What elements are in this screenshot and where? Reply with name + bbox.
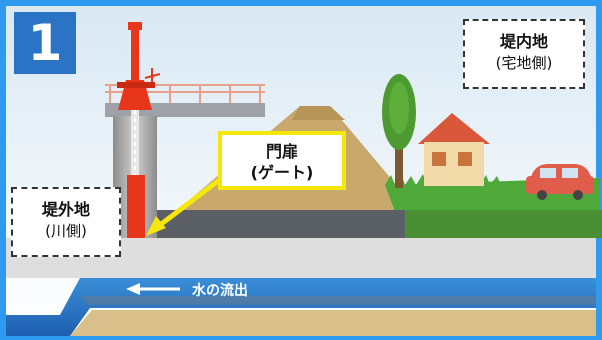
gate-callout: 門扉 (ゲート) [218, 131, 346, 190]
ground-grass-band [405, 210, 602, 238]
car-wheel-right [573, 190, 583, 200]
hoist-cap [128, 22, 142, 30]
water-flow-label: 水の流出 [192, 283, 248, 299]
house-window-right [458, 152, 472, 166]
hoist-shaft [131, 28, 139, 90]
house-roof [418, 113, 490, 144]
car-body [526, 176, 594, 194]
soil-bottom [70, 310, 596, 336]
gate-callout-line1: 門扉 [265, 142, 298, 161]
hoist-wheel [144, 68, 161, 82]
car-wheel-left [537, 190, 547, 200]
outer-land-subtitle: (川側) [45, 222, 87, 240]
car-window-right [562, 168, 578, 178]
gate-pointer-head [146, 216, 166, 236]
flow-arrow-head [126, 283, 140, 295]
gate-spindle [131, 108, 139, 238]
step-number-badge: 1 [14, 12, 76, 74]
gate-callout-line2: (ゲート) [250, 163, 314, 182]
tree-trunk [395, 140, 403, 188]
outer-land-title: 堤外地 [41, 200, 90, 219]
house-window-left [432, 152, 446, 166]
inner-land-subtitle: (宅地側) [495, 54, 553, 72]
inner-land-label: 堤内地 (宅地側) [463, 19, 585, 89]
hoist-band [117, 82, 155, 88]
gate-pointer-line [154, 176, 224, 230]
levee-top [292, 106, 345, 120]
water-channel [6, 278, 596, 336]
outer-land-label: 堤外地 (川側) [11, 187, 121, 257]
gate-door [127, 175, 145, 238]
channel-bed [80, 296, 596, 305]
tree-highlight [389, 82, 409, 134]
car-window-left [540, 168, 556, 178]
inner-land-title: 堤内地 [499, 32, 548, 51]
